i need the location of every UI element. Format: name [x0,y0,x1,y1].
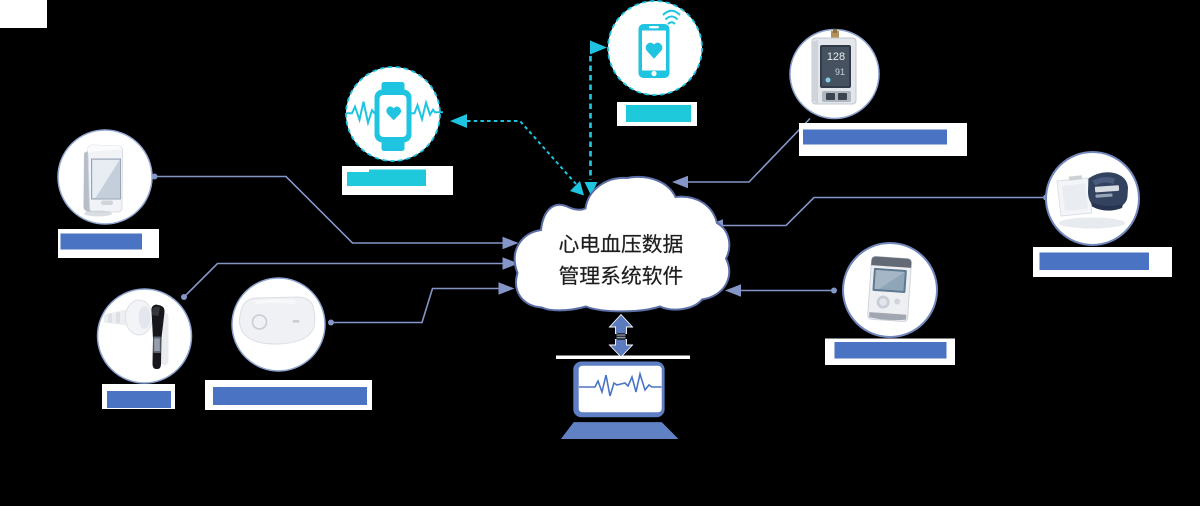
svg-text:128: 128 [827,51,845,63]
svg-text:91: 91 [835,67,845,77]
